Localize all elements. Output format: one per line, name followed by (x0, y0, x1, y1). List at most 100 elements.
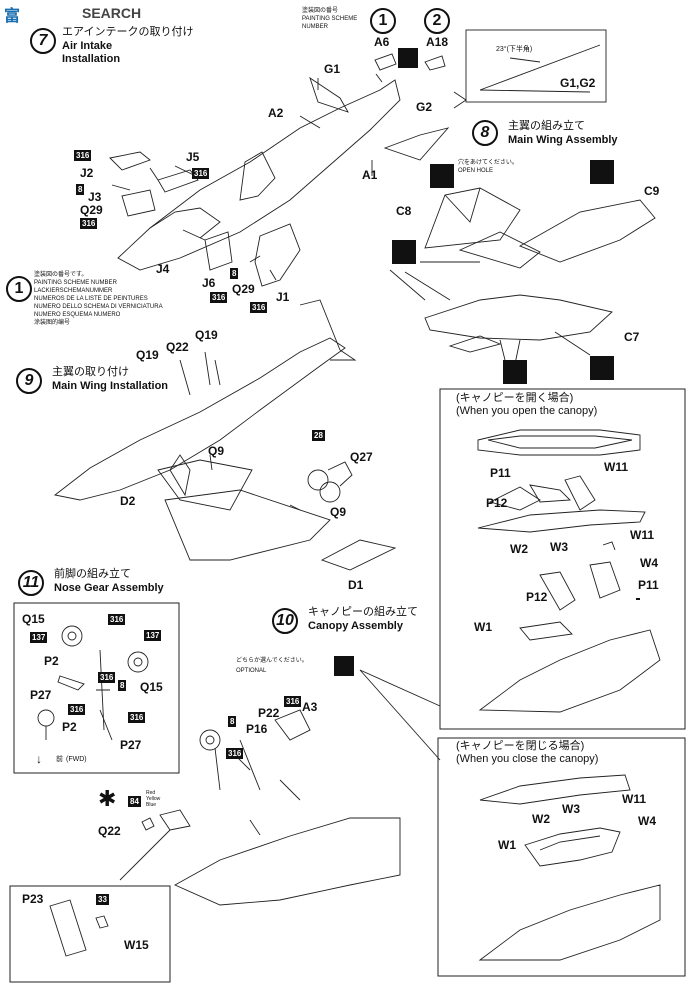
paint-tag-316: 316 (128, 712, 146, 723)
paint-tag-8-j6: 8 (230, 268, 239, 279)
fwd-arrow-icon: ↓ (36, 752, 42, 766)
g-detail-angle: 23°(下半角) (496, 46, 533, 53)
part-label-c8: C8 (396, 204, 412, 218)
paint-tag-316-j5: 316 (192, 168, 210, 179)
step-11-title-ja: 前脚の組み立て (54, 568, 131, 580)
step-7-title-en2: Installation (62, 53, 121, 65)
step-9-title-ja: 主翼の取り付け (52, 366, 129, 378)
part-label-w4: W4 (638, 814, 656, 828)
paint-tag-316: 33 (96, 894, 109, 905)
step-9-number: 9 (16, 368, 42, 394)
part-label-j6: J6 (202, 276, 216, 290)
drill-hole-icon (590, 356, 614, 380)
paint-legend-line-4: NUMEROS DE LA LISTE DE PEINTURES (34, 296, 148, 302)
watermark-logo: 富 (4, 8, 21, 25)
step-7-title-en1: Air Intake (62, 40, 113, 52)
step-9-title-en: Main Wing Installation (52, 380, 169, 392)
g-detail-label: G1,G2 (560, 76, 596, 90)
paint-legend-line-6: NUMERO ESQUEMA NUMERO (34, 312, 121, 318)
step-8-number: 8 (472, 120, 498, 146)
scheme-2-icon: 2 (424, 8, 450, 34)
part-label-g2: G2 (416, 100, 433, 114)
part-label-j2: J2 (80, 166, 94, 180)
part-label-p22: P22 (258, 706, 280, 720)
part-label-w1: W1 (474, 620, 492, 634)
paint-legend-line-5: NUMERO DELLO SCHEMA DI VERNICIATURA (34, 304, 163, 310)
step-8-title-en: Main Wing Assembly (508, 134, 618, 146)
part-label-g1: G1 (324, 62, 341, 76)
part-label-q9-b: Q9 (330, 505, 347, 519)
part-label-q19-a: Q19 (136, 348, 159, 362)
part-label-w1: W1 (498, 838, 516, 852)
watermark-text: SEARCH (82, 5, 142, 21)
part-label-p12-b: P12 (526, 590, 548, 604)
part-label-c9: C9 (644, 184, 660, 198)
paint-tag-316-j6: 316 (210, 292, 228, 303)
star-marking-icon: ✱ (98, 786, 117, 811)
paint-tag-316: 316 (284, 696, 302, 707)
part-label-p12-a: P12 (486, 496, 508, 510)
paint-tag-137: 137 (144, 630, 162, 641)
hole-note-en: OPEN HOLE (458, 168, 494, 174)
scheme-1-icon: 1 (370, 8, 396, 34)
drill-hole-icon (590, 160, 614, 184)
step-11-number: 11 (18, 570, 44, 596)
paint-legend-line-1: 塗装図の番号です。 (34, 272, 88, 278)
part-label-j3: J3 (88, 190, 102, 204)
part-label-a6: A6 (374, 35, 390, 49)
part-label-w2: W2 (532, 812, 550, 826)
drill-hole-icon (503, 360, 527, 384)
scheme-header-en2: NUMBER (302, 24, 329, 30)
step-11-title-en: Nose Gear Assembly (54, 582, 164, 594)
star-color-red: Red (146, 790, 156, 796)
part-label-p27-b: P27 (120, 738, 142, 752)
decal-number: 84 (128, 796, 141, 807)
part-label-p11-b: P11 (638, 578, 659, 592)
step-8-title-ja: 主翼の組み立て (508, 120, 585, 132)
part-label-j4: J4 (156, 262, 170, 276)
part-label-q29-b: Q29 (232, 282, 255, 296)
paint-tag-316-j2: 316 (74, 150, 92, 161)
paint-legend-line-3: LACKIERSCHEMANUMMER (34, 288, 113, 294)
part-label-q27: Q27 (350, 450, 373, 464)
paint-tag-316-j1: 316 (250, 302, 268, 313)
part-label-j5: J5 (186, 150, 200, 164)
part-label-a2: A2 (268, 106, 284, 120)
part-label-p11-a: P11 (490, 466, 511, 480)
paint-legend-icon: 1 (6, 276, 32, 302)
paint-tag-316: 8 (228, 716, 237, 727)
part-label-c7: C7 (624, 330, 640, 344)
part-label-q15-b: Q15 (140, 680, 163, 694)
paint-tag-316: 316 (98, 672, 116, 683)
part-label-w3: W3 (550, 540, 568, 554)
part-label-w11-a: W11 (604, 460, 629, 474)
canopy-close-title-en: (When you close the canopy) (456, 753, 599, 765)
star-color-blue: Blue (146, 802, 157, 808)
part-label-p2-a: P2 (44, 654, 59, 668)
part-label-a3: A3 (302, 700, 318, 714)
part-label-w3: W3 (562, 802, 580, 816)
part-label-q19-b: Q19 (195, 328, 218, 342)
paint-tag-28: 28 (312, 430, 325, 441)
part-label-a18: A18 (426, 35, 449, 49)
paint-legend-line-7: 涂装图的编号 (34, 320, 71, 326)
part-label-w11: W11 (622, 792, 647, 806)
part-label-q22: Q22 (166, 340, 189, 354)
step-10-number: 10 (272, 608, 298, 634)
paint-tag-33 (636, 598, 640, 600)
paint-tag-316-q29: 316 (80, 218, 98, 229)
drill-hole-icon (392, 240, 416, 264)
paint-tag-8: 8 (118, 680, 127, 691)
fwd-label-en: (FWD) (66, 756, 87, 763)
optional-arrow-icon (398, 48, 418, 68)
part-label-q15-a: Q15 (22, 612, 45, 626)
paint-tag-8: 316 (226, 748, 244, 759)
part-label-q9-a: Q9 (208, 444, 225, 458)
scheme-header-en1: PAINTING SCHEME (302, 16, 358, 22)
paint-tag-316: 316 (68, 704, 86, 715)
drill-hole-icon (430, 164, 454, 188)
part-label-d2: D2 (120, 494, 136, 508)
optional-note-ja: どちらか選んでください。 (236, 658, 308, 664)
part-label-q29-a: Q29 (80, 203, 103, 217)
